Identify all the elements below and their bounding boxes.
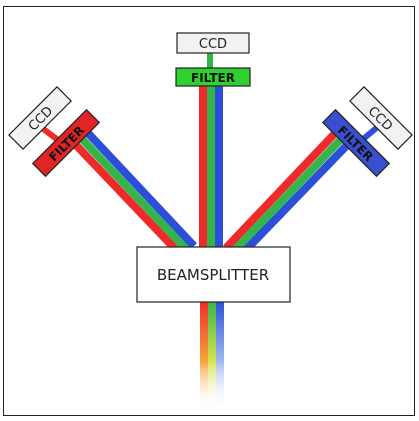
beamsplitter-box: BEAMSPLITTER: [136, 246, 291, 303]
left-beam: [36, 122, 197, 255]
center-filter-label: FILTER: [191, 71, 235, 85]
center-filter: FILTER: [175, 67, 251, 87]
diagram-border: [3, 6, 415, 416]
beamsplitter-label: BEAMSPLITTER: [157, 266, 269, 284]
center-ccd-label: CCD: [199, 37, 227, 52]
right-beam: [223, 122, 382, 257]
center-beam: [199, 52, 223, 248]
incoming-light-beam: [200, 300, 224, 410]
center-ccd-box: CCD: [176, 32, 250, 54]
